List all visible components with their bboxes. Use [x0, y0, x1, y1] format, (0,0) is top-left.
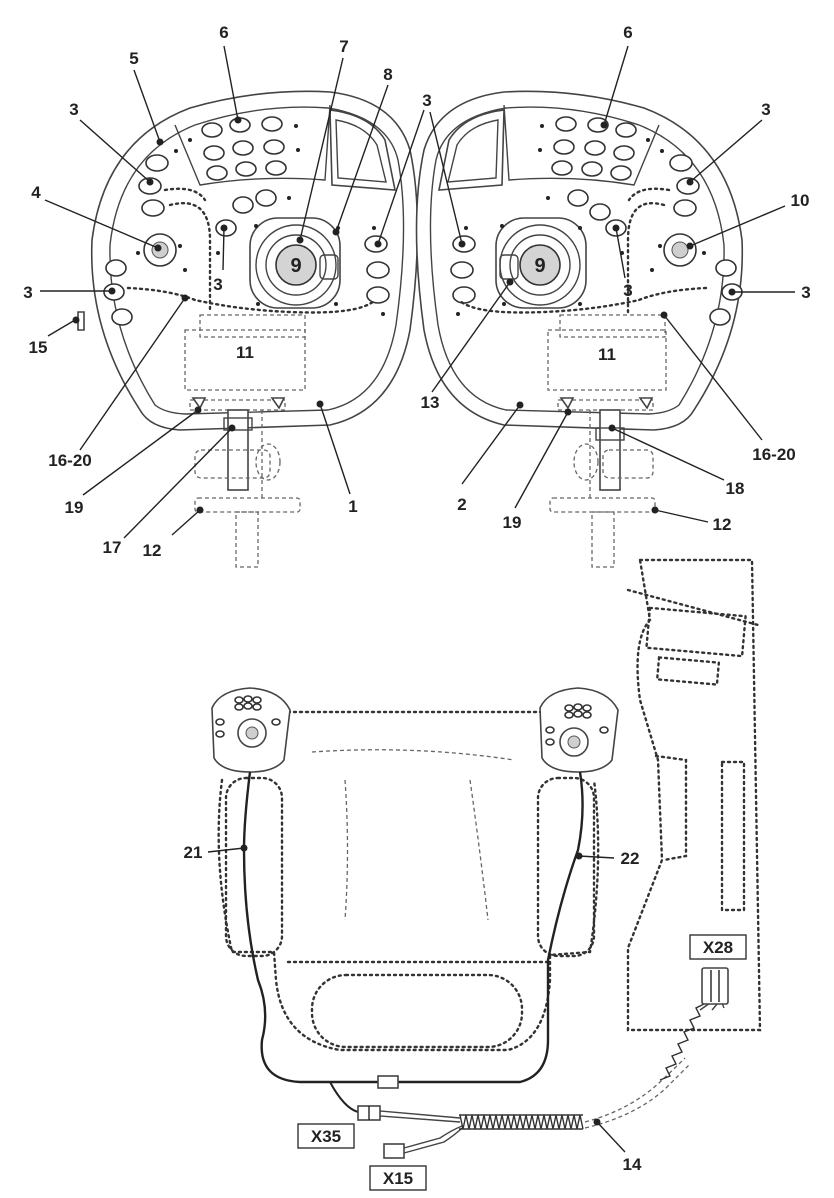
- label-10: 10: [791, 191, 810, 210]
- connector-x15: X15: [383, 1169, 413, 1188]
- right-control-panel: 9: [415, 90, 744, 568]
- label-17: 17: [103, 538, 122, 557]
- right-main-joystick: 9: [495, 217, 587, 309]
- label-1: 1: [348, 497, 357, 516]
- x28-box: [689, 934, 747, 960]
- label-14: 14: [623, 1155, 642, 1174]
- right-mini-joystick: [663, 233, 697, 267]
- label-3-c: 3: [213, 275, 222, 294]
- label-3-d: 3: [422, 91, 431, 110]
- wiring-harness: [207, 771, 729, 1159]
- right-mini-keypad: [545, 703, 609, 746]
- bottom-labels: 21 22 14 X28 X35 X15: [184, 843, 747, 1191]
- label-21: 21: [184, 843, 203, 862]
- left-keypad: [188, 116, 300, 181]
- label-19-right: 19: [503, 513, 522, 532]
- label-6-right: 6: [623, 23, 632, 42]
- left-main-joystick: 9: [249, 217, 341, 309]
- label-13: 13: [421, 393, 440, 412]
- label-3-b: 3: [23, 283, 32, 302]
- right-side-buttons: [546, 149, 743, 326]
- label-19-left: 19: [65, 498, 84, 517]
- label-3-e: 3: [761, 100, 770, 119]
- coiled-cable: [459, 1114, 584, 1130]
- left-mini-keypad: [215, 695, 281, 738]
- x35-box: [297, 1123, 355, 1149]
- label-15: 15: [29, 338, 48, 357]
- coiled-cable-upper: [659, 1003, 705, 1081]
- label-2: 2: [457, 495, 466, 514]
- label-22: 22: [621, 849, 640, 868]
- top-callouts: 6 5 3 4 3 15 3 7 8 3 11 16-20 19 17 12 1…: [23, 23, 810, 560]
- label-3-g: 3: [623, 281, 632, 300]
- label-6-left: 6: [219, 23, 228, 42]
- connector-x35: X35: [311, 1127, 341, 1146]
- label-9-left: 9: [290, 255, 301, 277]
- x15-box: [369, 1165, 427, 1191]
- label-9-right: 9: [534, 255, 545, 277]
- label-3-a: 3: [69, 100, 78, 119]
- right-keypad: [538, 116, 650, 181]
- connector-x28: X28: [703, 938, 733, 957]
- cab-outline: [211, 558, 762, 1052]
- left-control-panel: 9: [77, 90, 419, 568]
- label-11-right: 11: [598, 345, 616, 364]
- label-16-20-right: 16-20: [752, 445, 795, 464]
- label-3-f: 3: [801, 283, 810, 302]
- label-16-20-left: 16-20: [48, 451, 91, 470]
- label-12-left: 12: [143, 541, 162, 560]
- label-11-left: 11: [236, 343, 254, 362]
- label-18: 18: [726, 479, 745, 498]
- label-7: 7: [339, 37, 348, 56]
- label-8: 8: [383, 65, 392, 84]
- label-5: 5: [129, 49, 138, 68]
- label-4: 4: [31, 183, 41, 202]
- label-12-right: 12: [713, 515, 732, 534]
